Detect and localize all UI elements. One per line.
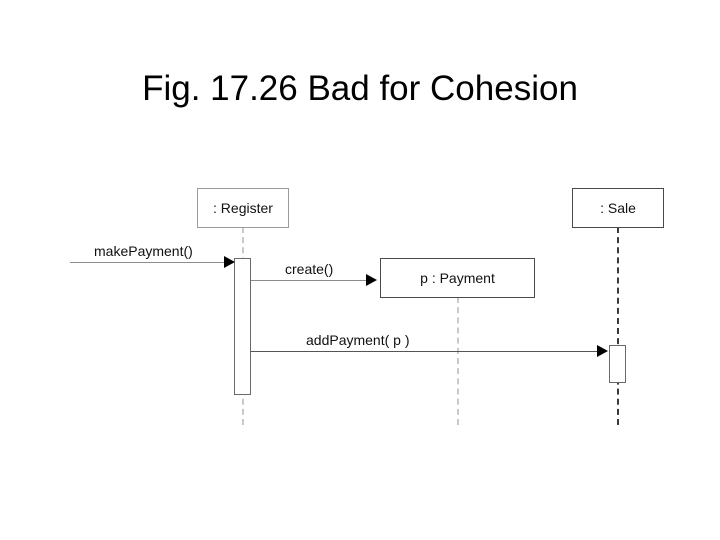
participant-box-register[interactable]: : Register	[197, 188, 289, 228]
participant-box-payment[interactable]: p : Payment	[380, 258, 535, 298]
message-label-create: create()	[285, 261, 334, 277]
page-title: Fig. 17.26 Bad for Cohesion	[142, 69, 578, 108]
message-label-add-payment: addPayment( p )	[306, 332, 410, 348]
message-line-add-payment	[251, 351, 599, 352]
lifeline-sale	[617, 227, 619, 425]
message-line-create	[251, 280, 368, 281]
activation-bar-register	[234, 258, 251, 395]
message-line-make-payment	[70, 262, 232, 263]
lifeline-payment	[457, 297, 459, 425]
participant-label-register: : Register	[213, 200, 273, 216]
participant-label-sale: : Sale	[600, 200, 636, 216]
message-label-make-payment: makePayment()	[94, 243, 193, 259]
arrowhead-add-payment-icon	[597, 345, 608, 357]
participant-label-payment: p : Payment	[420, 270, 495, 286]
activation-bar-sale	[609, 345, 626, 383]
arrowhead-create-icon	[366, 274, 377, 286]
participant-box-sale[interactable]: : Sale	[572, 188, 664, 228]
arrowhead-make-payment-icon	[224, 256, 235, 268]
